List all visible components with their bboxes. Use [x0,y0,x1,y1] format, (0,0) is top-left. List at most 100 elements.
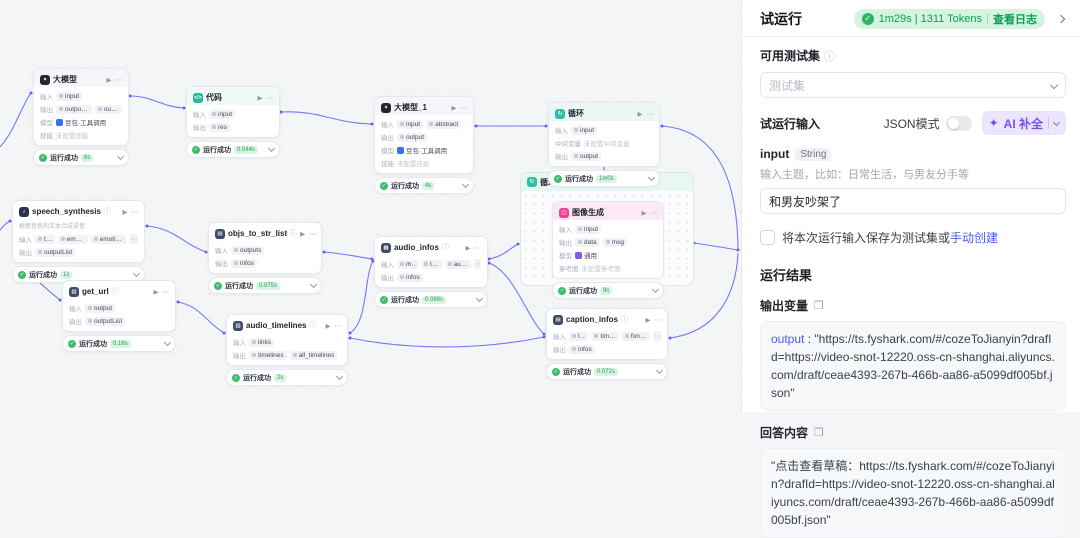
param-row-label: 模型 [559,253,572,260]
node-card[interactable]: ✦大模型▶⋯输入input输出outputListoutput模型豆包·工具调用… [33,68,129,146]
run-node-icon[interactable]: ▶ [300,230,306,238]
node-card[interactable]: ▤caption_infosⓘ▶⋯输入textstimelinesfont_si… [546,308,668,360]
output-variable-box[interactable]: output : "https://ts.fyshark.com/#/cozeT… [760,321,1066,411]
loop-body-container[interactable]: ↻ 循环体 ⓘ ◫图像生成▶⋯输入input输出datamsg模型通用参考图未配… [520,172,694,299]
more-icon[interactable]: ⋯ [266,94,274,102]
chevron-down-icon[interactable] [309,280,318,289]
workflow-node-caption[interactable]: ▤caption_infosⓘ▶⋯输入textstimelinesfont_si… [546,308,668,380]
more-icon[interactable]: ⋯ [309,230,316,238]
chevron-down-icon[interactable] [132,269,141,278]
more-icon[interactable]: ⋯ [650,209,658,217]
collapse-panel-button[interactable] [1054,12,1068,26]
view-log-link[interactable]: 查看日志 [993,14,1037,26]
node-type-icon: ▨ [233,320,243,331]
chevron-down-icon[interactable] [267,144,276,153]
more-icon[interactable]: ⋯ [131,208,139,216]
copy-icon[interactable]: ❐ [814,427,824,439]
node-card[interactable]: ♪speech_synthesisⓘ▶⋯根据音色和文本合成语音输入textemo… [12,200,145,263]
chevron-down-icon[interactable] [647,173,656,182]
testset-select[interactable]: 测试集 [760,72,1066,98]
param-row-label: 输入 [19,237,32,244]
chevron-down-icon[interactable] [475,294,484,303]
duration-badge: 4s [422,181,435,190]
run-node-icon[interactable]: ▶ [465,244,471,252]
manual-create-link[interactable]: 手动创建 [950,231,999,245]
workflow-canvas[interactable]: ↻ 循环体 ⓘ ◫图像生成▶⋯输入input输出datamsg模型通用参考图未配… [0,0,741,412]
input-field[interactable]: 和男友吵架了 [760,188,1066,214]
status-label: 运行成功 [563,368,591,376]
chevron-down-icon[interactable] [163,338,172,347]
more-icon[interactable]: ⋯ [334,322,342,330]
run-node-icon[interactable]: ▶ [641,209,647,217]
run-node-icon[interactable]: ▶ [153,288,159,296]
run-node-icon[interactable]: ▶ [106,76,112,84]
ai-complete-button[interactable]: ✦ AI 补全 [981,111,1066,135]
param-badge: infos [569,344,595,354]
node-param-row: 输入textemotionemotion_scale⋯ [19,234,138,244]
run-node-icon[interactable]: ▶ [637,110,643,118]
success-check-icon: ✓ [232,373,240,382]
chevron-down-icon[interactable] [461,180,470,189]
run-node-icon[interactable]: ▶ [257,94,263,102]
chevron-down-icon[interactable] [651,285,660,294]
chevron-down-icon[interactable] [655,366,664,375]
run-node-icon[interactable]: ▶ [451,104,457,112]
more-icon[interactable]: ⋯ [646,110,654,118]
param-badge: input [397,119,424,129]
more-icon[interactable]: ⋯ [654,316,662,324]
run-node-icon[interactable]: ▶ [325,322,331,330]
answer-content-box[interactable]: "点击查看草稿：https://ts.fyshark.com/#/cozeToJ… [760,448,1066,538]
param-badge: input [56,91,83,101]
more-icon[interactable]: ⋯ [460,104,468,112]
more-icon[interactable]: ⋯ [474,244,482,252]
json-mode-toggle[interactable] [945,115,972,131]
chevron-down-icon[interactable] [335,372,344,381]
chevron-down-icon[interactable] [116,152,125,161]
answer-label: 回答内容 [760,426,809,440]
more-icon[interactable]: ⋯ [162,288,170,296]
save-as-testset-checkbox[interactable] [760,230,775,245]
success-check-icon: ✓ [380,181,388,190]
workflow-node-speech[interactable]: ♪speech_synthesisⓘ▶⋯根据音色和文本合成语音输入textemo… [12,200,145,283]
info-icon: ⓘ [290,230,298,237]
copy-icon[interactable]: ❐ [814,300,824,312]
run-node-icon[interactable]: ▶ [645,316,651,324]
success-check-icon: ✓ [554,174,562,183]
workflow-node-audioinfos[interactable]: ▦audio_infosⓘ▶⋯输入mp3_urlstimelinesaudio_… [374,236,488,308]
run-result-title: 运行结果 [760,268,813,283]
node-param-row: 输入mp3_urlstimelinesaudio_effects⋯ [381,259,481,269]
param-badge: input [209,109,236,119]
run-status-pill[interactable]: ✓ 1m29s | 1311 Tokens 查看日志 [853,9,1045,29]
node-card[interactable]: ▦audio_infosⓘ▶⋯输入mp3_urlstimelinesaudio_… [374,236,488,288]
param-row-label: 输入 [559,227,572,234]
run-node-icon[interactable]: ▶ [122,208,128,216]
workflow-node-llm[interactable]: ✦大模型▶⋯输入input输出outputListoutput模型豆包·工具调用… [33,68,129,166]
more-icon[interactable]: ⋯ [115,76,123,84]
